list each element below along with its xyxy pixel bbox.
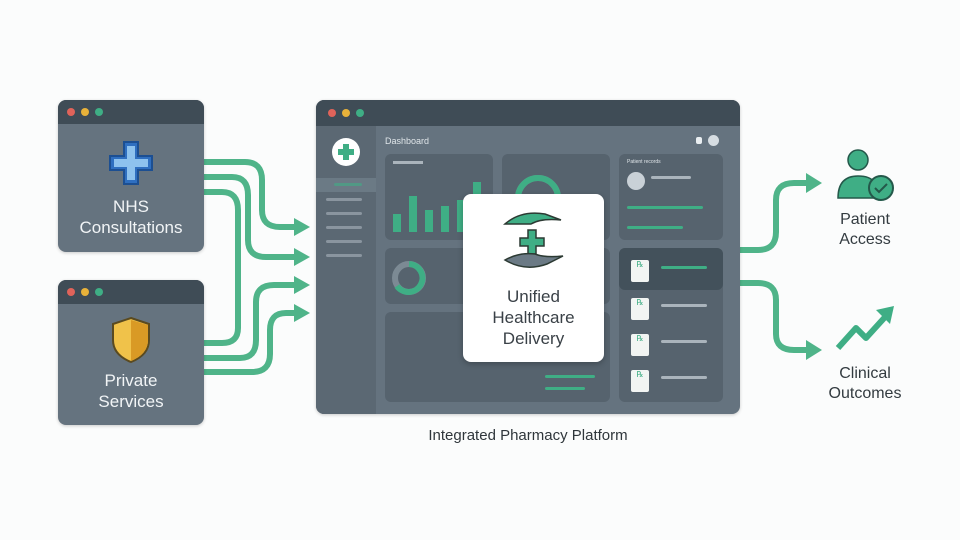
arrow-private-1	[201, 282, 299, 361]
dashboard-title: Dashboard	[385, 136, 430, 146]
sidebar-item-active[interactable]	[316, 178, 376, 192]
patient-records-panel: Patient records	[619, 154, 723, 240]
platform-caption: Integrated Pharmacy Platform	[428, 427, 628, 444]
rx-document-icon: ℞	[631, 260, 649, 282]
window-titlebar	[316, 100, 740, 126]
window-titlebar	[58, 280, 204, 304]
app-logo	[332, 138, 360, 166]
patient-avatar	[627, 172, 645, 190]
arrow-nhs-2	[201, 174, 299, 260]
rx-document-icon: ℞	[631, 370, 649, 392]
window-titlebar	[58, 100, 204, 124]
arrow-clinical-outcomes	[737, 280, 811, 353]
blue-medical-cross-icon	[109, 141, 153, 185]
patient-records-title: Patient records	[627, 159, 661, 165]
trend-up-arrow-icon	[835, 306, 894, 351]
rx-document-icon: ℞	[631, 298, 649, 320]
arrow-patient-access	[737, 180, 811, 253]
rx-document-icon: ℞	[631, 334, 649, 356]
bell-icon[interactable]	[696, 137, 702, 144]
arrow-private-2	[201, 310, 299, 375]
arrow-nhs-1	[201, 159, 299, 230]
sidebar	[316, 126, 376, 414]
user-check-icon	[837, 149, 894, 201]
prescriptions-panel: ℞ ℞ ℞ ℞	[619, 248, 723, 402]
gold-shield-icon	[112, 316, 150, 364]
arrow-nhs-loop	[201, 189, 241, 346]
user-avatar[interactable]	[708, 135, 719, 146]
hands-with-cross-icon	[503, 212, 564, 268]
